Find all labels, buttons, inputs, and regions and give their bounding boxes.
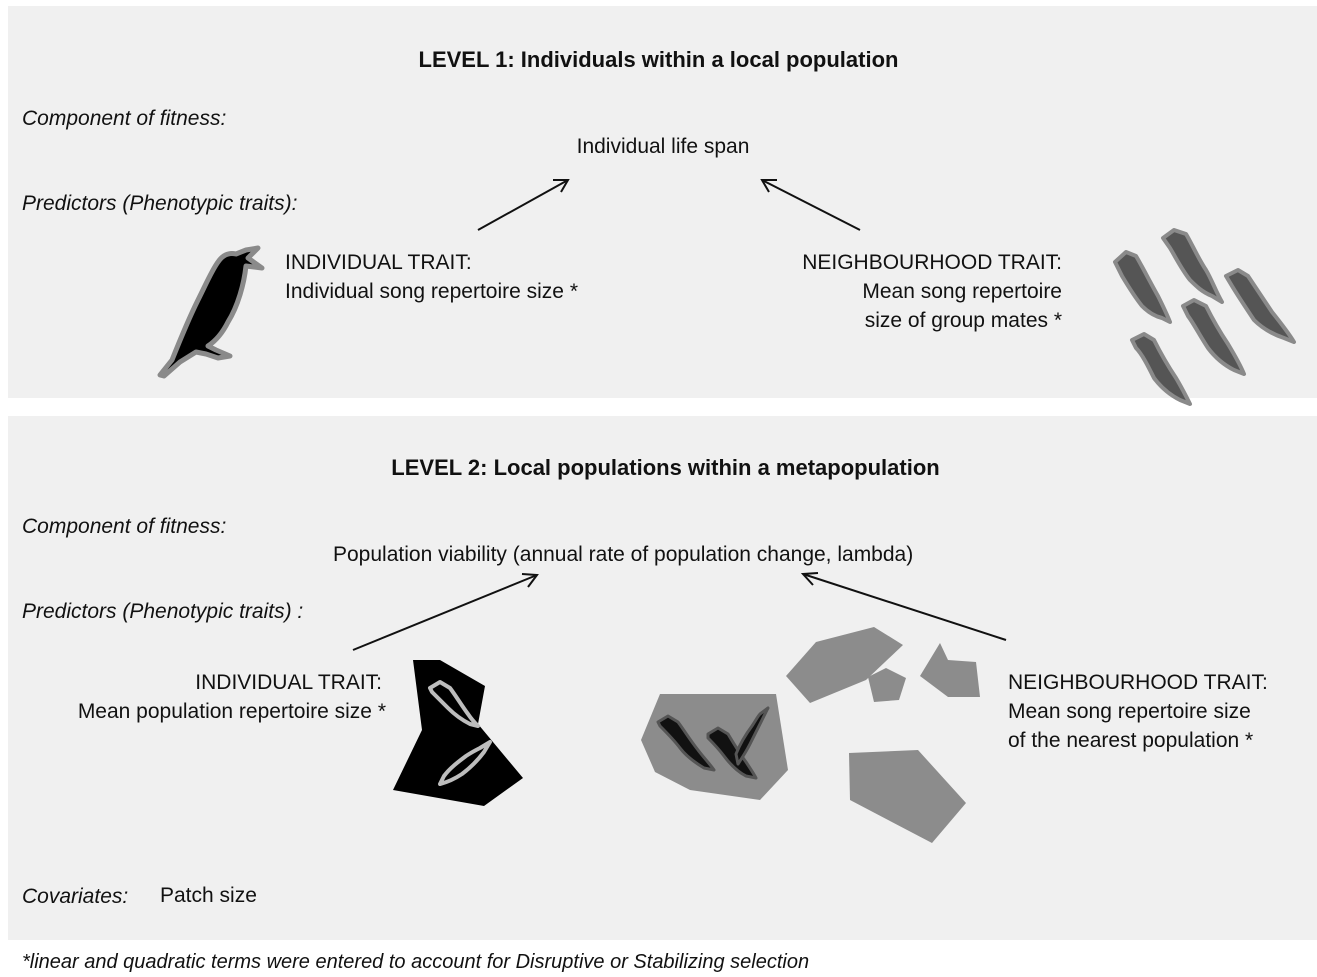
level1-predictors-label: Predictors (Phenotypic traits):	[22, 192, 298, 215]
level2-individual-trait-heading: INDIVIDUAL TRAIT:	[195, 671, 382, 694]
level2-arrow-right	[800, 572, 1007, 641]
level2-title: LEVEL 2: Local populations within a meta…	[391, 455, 940, 480]
level1-fitness: Individual life span	[576, 135, 750, 158]
level1-component-label: Component of fitness:	[22, 107, 227, 130]
level1-individual-trait-desc: Individual song repertoire size *	[285, 280, 578, 303]
level2-arrow-left	[352, 573, 539, 651]
level2-component-label: Component of fitness:	[22, 515, 227, 538]
level2-fitness: Population viability (annual rate of pop…	[333, 543, 914, 566]
covariates-value: Patch size	[160, 884, 257, 907]
level2-individual-trait-desc: Mean population repertoire size *	[77, 700, 386, 723]
level1-individual-trait-heading: INDIVIDUAL TRAIT:	[285, 251, 472, 274]
focal-population-patch	[393, 660, 523, 806]
level1-title: LEVEL 1: Individuals within a local popu…	[418, 47, 899, 72]
level2-neighbourhood-trait-desc-1: Mean song repertoire size	[1008, 700, 1251, 723]
level2-neighbourhood-trait-desc-2: of the nearest population *	[1008, 729, 1254, 752]
level1-arrow-right	[760, 179, 861, 231]
level2-panel	[8, 416, 1317, 940]
level1-neighbourhood-trait-desc-2: size of group mates *	[864, 309, 1062, 332]
covariates-label: Covariates:	[22, 885, 129, 908]
footnote: *linear and quadratic terms were entered…	[22, 951, 810, 973]
level1-neighbourhood-trait-desc-1: Mean song repertoire	[862, 280, 1062, 303]
level2-neighbourhood-trait-heading: NEIGHBOURHOOD TRAIT:	[1008, 671, 1268, 694]
level2-predictors-label: Predictors (Phenotypic traits) :	[22, 600, 304, 623]
singing-bird-icon	[157, 245, 265, 379]
neighbour-patches	[641, 627, 980, 843]
level1-panel	[8, 6, 1317, 398]
level1-arrow-left	[477, 179, 570, 231]
patch-birds-icon	[656, 706, 770, 780]
bird-group-icon	[1113, 228, 1296, 406]
level1-neighbourhood-trait-heading: NEIGHBOURHOOD TRAIT:	[802, 251, 1062, 274]
